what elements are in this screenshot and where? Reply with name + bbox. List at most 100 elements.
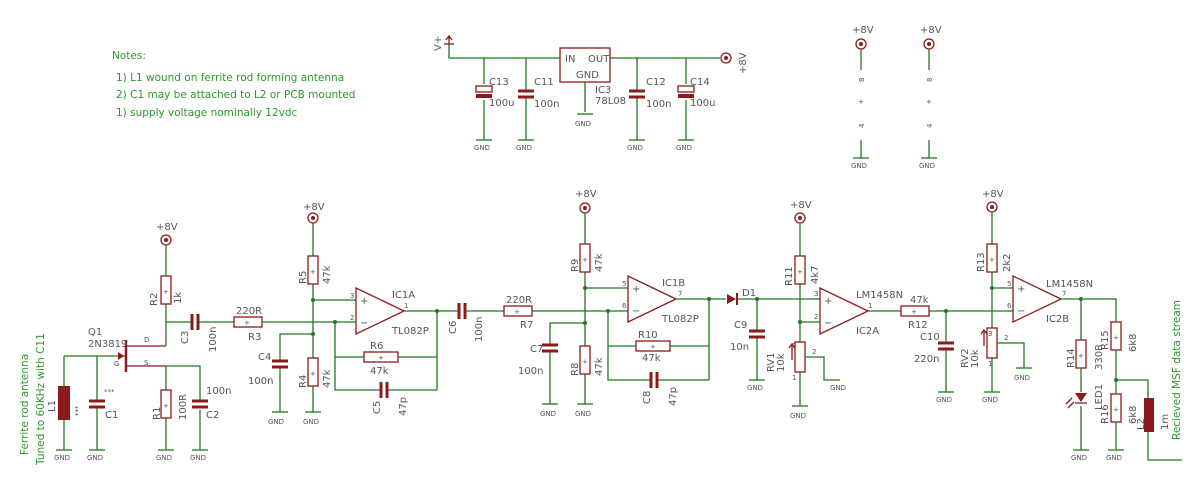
r15-name: R15 <box>1100 330 1111 350</box>
c7-plates <box>542 343 558 353</box>
ic2a-part: LM1458N <box>856 290 903 301</box>
c13-body <box>475 85 493 93</box>
p8v-out-label: +8V <box>738 52 749 74</box>
c5-name: C5 <box>372 401 383 414</box>
c7-gnd: GND <box>540 410 556 418</box>
p8v-out-symbol <box>720 52 732 64</box>
r9-p8v-dot <box>583 206 587 210</box>
r14-plus: + <box>1078 352 1084 360</box>
r7-plus: + <box>514 308 520 316</box>
c10-gnd: GND <box>936 396 952 404</box>
c7-name: C7 <box>530 344 543 355</box>
c3-value: 100n <box>208 327 219 352</box>
r16-name: R16 <box>1100 404 1111 424</box>
rv2-arrow <box>980 328 988 346</box>
c6-plates <box>457 303 467 319</box>
c13-plate <box>476 94 492 98</box>
r9-name: R9 <box>570 259 581 272</box>
c14-body <box>677 85 695 93</box>
ic2b-pin6: 6 <box>1007 302 1012 310</box>
ic1-power-gnd: GND <box>851 162 867 170</box>
ic2b-part: LM1458N <box>1046 279 1093 290</box>
c3-name: C3 <box>180 331 191 344</box>
ic1a-part: TL082P <box>391 326 429 337</box>
rv1-pin1: 1 <box>792 374 796 382</box>
ic2a-plus: + <box>824 296 832 307</box>
c2-gnd: GND <box>190 454 206 462</box>
ic2-power-pin8: 8 <box>926 78 934 82</box>
c7-value: 100n <box>518 366 543 377</box>
c9-value: 10n <box>730 342 749 353</box>
r13-p8v-dot <box>990 205 994 209</box>
r11-plus: + <box>797 268 803 276</box>
rv1-potentiometer <box>794 341 806 373</box>
c11-name: C11 <box>534 77 554 88</box>
ic3-gnd: GND <box>575 120 591 128</box>
c14-plate <box>678 94 694 98</box>
l1-value: *** <box>74 405 82 416</box>
r4-value: 47k <box>322 369 333 388</box>
r9-value: 47k <box>594 253 605 272</box>
rv2-gnd: GND <box>982 396 998 404</box>
rv1-arrow <box>788 342 796 360</box>
power-supply-section: V+ IN OUT GND IC3 78L08 GND +8V C13 100u… <box>433 34 749 152</box>
q1-g-label: G <box>114 360 119 368</box>
c12-value: 100n <box>646 99 671 110</box>
l1-inductor <box>58 386 70 420</box>
c8-plates <box>649 372 659 388</box>
ic2b-name: IC2B <box>1046 314 1069 325</box>
ic2b-opamp <box>1012 274 1063 324</box>
r15-plus: + <box>1113 334 1119 342</box>
ic3-in-label: IN <box>565 54 575 65</box>
ic1a-feedback-wire <box>334 322 437 391</box>
r15-junction <box>1114 378 1118 382</box>
r3-plus: + <box>244 319 250 327</box>
c9-plates <box>749 329 765 339</box>
r2-name: R2 <box>149 293 160 306</box>
ic3-name: IC3 <box>595 85 611 96</box>
r11-value: 4k7 <box>810 265 821 284</box>
r11-p8v-dot <box>798 216 802 220</box>
ic1b-pin6: 6 <box>622 302 627 310</box>
stage1-section: C3 100n + 220R R3 +8V + R5 47k + R4 47k … <box>180 202 458 426</box>
r16-plus: + <box>1113 406 1119 414</box>
c1-value: *** <box>104 388 115 396</box>
r7-value: 220R <box>506 295 532 306</box>
ic2-power-pin4: 4 <box>926 123 934 128</box>
supply-rail-wire <box>448 44 720 59</box>
l1-gnd: GND <box>54 454 70 462</box>
ic2a-opamp <box>819 286 870 336</box>
ic1-power-pin4: 4 <box>858 123 866 128</box>
d1-name: D1 <box>742 288 756 299</box>
c6-name: C6 <box>448 321 459 334</box>
c12-plates <box>629 89 645 99</box>
rv1-value: 10k <box>776 353 787 372</box>
ic1-power-p8v-dot <box>859 42 863 46</box>
led1-rays <box>1065 397 1087 409</box>
stage3-section: D1 C9 10n GND +8V + R11 4k7 3 1 2 RV1 10… <box>727 200 903 420</box>
c10-plates <box>938 341 954 351</box>
ic2a-pin2: 2 <box>814 313 818 321</box>
c2-name: C2 <box>206 410 219 421</box>
r5-p8v-dot <box>311 216 315 220</box>
r15-wire <box>1115 350 1149 398</box>
r6-value: 47k <box>370 366 389 377</box>
c4-name: C4 <box>258 352 271 363</box>
q1-name: Q1 <box>88 327 102 338</box>
rv1-pin2: 2 <box>812 348 816 356</box>
c9-name: C9 <box>734 320 747 331</box>
l2-value: 1m <box>1160 414 1171 430</box>
r7-name: R7 <box>520 320 533 331</box>
l2-name: L2 <box>1136 418 1147 430</box>
d1-diode <box>727 294 736 304</box>
rv1-wiper-gnd: GND <box>830 384 846 392</box>
r14-name: R14 <box>1066 348 1077 368</box>
r2-plus: + <box>163 288 169 296</box>
r8-gnd: GND <box>575 410 591 418</box>
c6-value: 100n <box>474 317 485 342</box>
ic2b-pin5: 5 <box>1007 280 1011 288</box>
ic1b-pin5: 5 <box>622 280 626 288</box>
rv1-pin3: 3 <box>792 342 796 350</box>
r11-p8v: +8V <box>790 200 812 211</box>
ic2a-pin1: 1 <box>868 302 872 310</box>
